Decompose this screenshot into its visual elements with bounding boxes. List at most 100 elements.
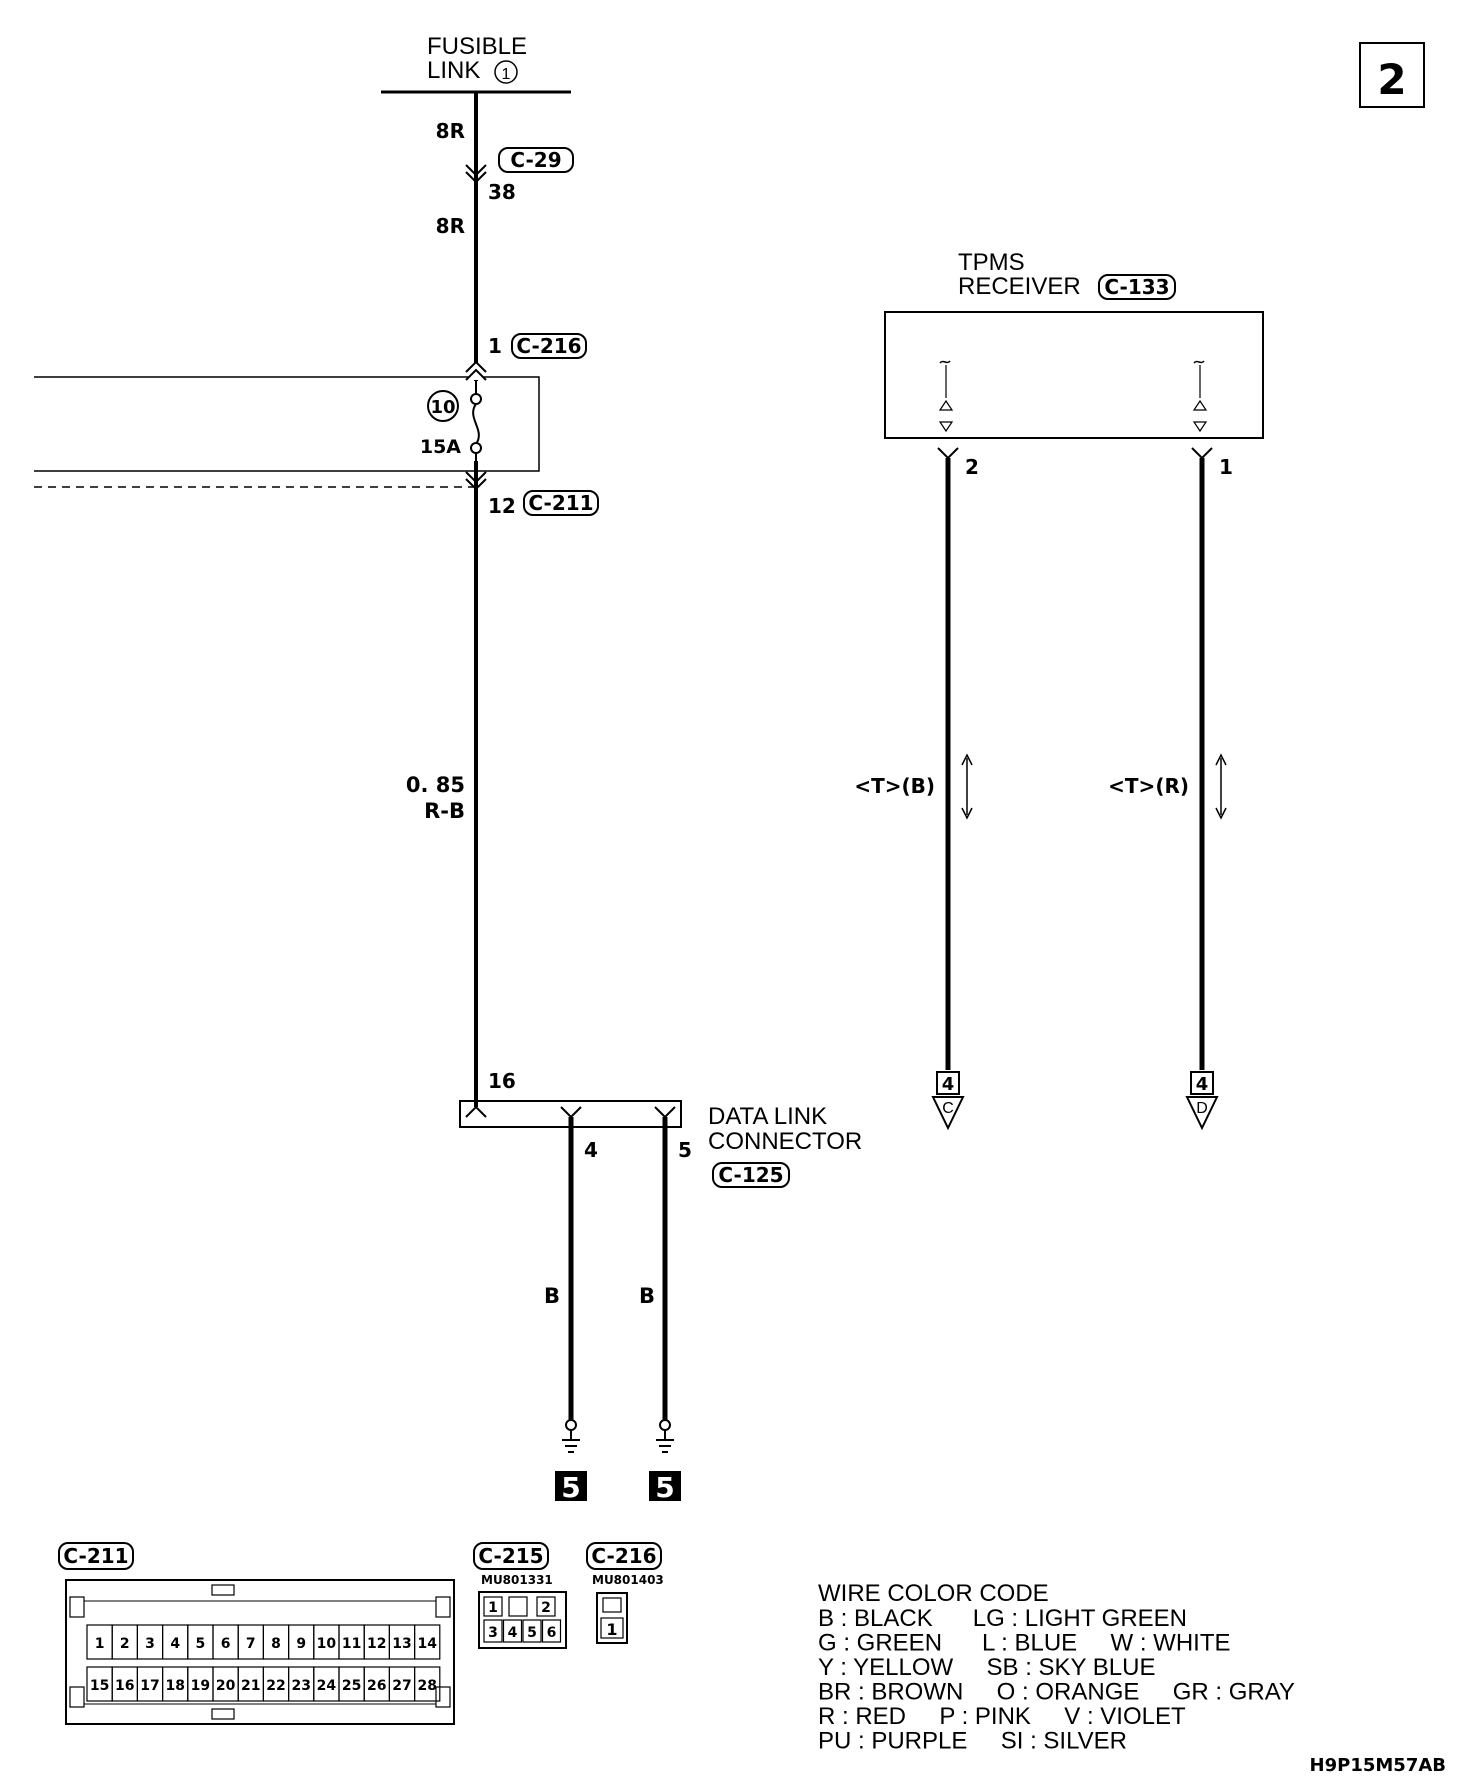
data-link-connector: 4 5 DATA LINK CONNECTOR C-125 B B	[459, 1093, 862, 1420]
signal-arrow-left	[961, 753, 973, 820]
connector-c216-label: C-216	[516, 334, 581, 358]
fuse-number: 10	[430, 397, 455, 418]
c215-pin-cell	[483, 1596, 503, 1617]
connector-c216-badge	[511, 333, 587, 359]
c211-pin-number: 18	[165, 1678, 184, 1694]
pin-1-label: 1	[488, 334, 502, 358]
wire-color-code-line: Y : YELLOW SB : SKY BLUE	[818, 1654, 1156, 1681]
wire-color-r-b: R-B	[424, 799, 465, 823]
c216-housing	[596, 1592, 628, 1644]
c211-pin-number: 21	[241, 1678, 260, 1694]
connector-view-c216-part: MU801403	[592, 1573, 664, 1587]
connector-c29-label: C-29	[510, 148, 561, 172]
wire-color-code-title: WIRE COLOR CODE	[818, 1580, 1049, 1607]
tpms-pin-1-label: 1	[1219, 455, 1233, 479]
offpage-d-page: 4	[1196, 1074, 1209, 1095]
c211-pin-number: 17	[140, 1678, 159, 1694]
pin-12-label: 12	[488, 494, 516, 518]
fuse-terminal-bottom	[470, 442, 482, 454]
tpms-label-1: TPMS	[958, 249, 1025, 276]
c211-pin-number: 4	[170, 1636, 180, 1652]
fuse-terminal-top	[470, 393, 482, 405]
c211-pin-number: 14	[417, 1636, 437, 1652]
c211-pin-number: 23	[291, 1678, 310, 1694]
tpms-receiver-box	[884, 311, 1264, 439]
drawing-code: H9P15M57AB	[1310, 1755, 1446, 1776]
c211-pin-number: 10	[317, 1636, 337, 1652]
main-power-wire: 8R C-29 38 8R 1 C-216	[436, 92, 587, 1093]
pin-4-label: 4	[584, 1138, 598, 1162]
fusible-link-label-2: LINK	[427, 57, 480, 84]
signal-arrow-right	[1215, 753, 1227, 820]
wire-color-code-line: B : BLACK LG : LIGHT GREEN	[818, 1605, 1187, 1632]
wire-color-8r-mid: 8R	[436, 214, 465, 238]
connector-c211-mark	[465, 471, 487, 491]
fusible-link-number: 1	[502, 66, 511, 83]
c215-pin-cell	[502, 1619, 523, 1643]
c211-pin-number: 20	[216, 1678, 236, 1694]
offpage-c-letter: C	[942, 1100, 954, 1117]
c216-pin-1: 1	[606, 1620, 617, 1639]
c211-pin-number: 26	[367, 1678, 386, 1694]
data-link-label-1: DATA LINK	[708, 1103, 827, 1130]
c211-pin-number: 22	[266, 1678, 285, 1694]
fuse-number-circle	[427, 390, 459, 422]
connector-view-c216: C-216 MU801403 1	[586, 1542, 664, 1644]
c211-pin-number: 16	[115, 1678, 134, 1694]
c211-pin-number: 5	[196, 1636, 206, 1652]
page-number-box: 2	[1359, 42, 1425, 108]
c211-pin-number: 25	[342, 1678, 361, 1694]
connector-view-c211-label: C-211	[63, 1544, 128, 1568]
ground-number-right: 5	[655, 1471, 674, 1504]
connector-c125-badge	[712, 1162, 790, 1188]
fusible-link: FUSIBLE LINK 1	[381, 33, 571, 94]
ground-number-left: 5	[561, 1471, 580, 1504]
junction-block: 10 15A	[34, 360, 540, 491]
c215-pin-cell	[541, 1619, 562, 1643]
c211-pin-number: 3	[145, 1636, 155, 1652]
c211-pin-number: 6	[221, 1636, 231, 1652]
ground-right: 5	[649, 1419, 681, 1504]
pin-38-label: 38	[488, 180, 516, 204]
c211-pin-number: 1	[95, 1636, 105, 1652]
c215-pin-number: 1	[488, 1600, 498, 1616]
tpms-wire-left-label: <T>(B)	[854, 774, 935, 798]
connector-c125-label: C-125	[718, 1163, 783, 1187]
tpms-pin-2-label: 2	[965, 455, 979, 479]
c211-pin-number: 24	[317, 1678, 337, 1694]
c211-pin-cell	[414, 1624, 441, 1660]
c211-housing	[65, 1579, 455, 1725]
c215-pin-number: 2	[541, 1600, 551, 1616]
c215-pin-cell	[483, 1619, 503, 1643]
wire-color-code-line: G : GREEN L : BLUE W : WHITE	[818, 1630, 1231, 1657]
pin-5-label: 5	[678, 1138, 692, 1162]
connector-c211-badge	[523, 490, 599, 516]
c211-pin-number: 8	[271, 1636, 281, 1652]
c215-pin-number: 6	[547, 1625, 557, 1641]
c211-pin-number: 11	[342, 1636, 361, 1652]
data-link-label-2: CONNECTOR	[708, 1128, 862, 1155]
tpms-wire-right-label: <T>(R)	[1108, 774, 1189, 798]
c211-pin-cell	[414, 1666, 441, 1702]
connector-c216-mark	[465, 360, 487, 381]
connector-c29-mark	[465, 164, 487, 184]
wire-size-label: 0. 85	[406, 773, 465, 797]
wire-color-code-line: BR : BROWN O : ORANGE GR : GRAY	[818, 1679, 1295, 1706]
wire-color-b-right: B	[639, 1284, 655, 1308]
fusible-link-label-1: FUSIBLE	[427, 33, 527, 60]
connector-view-c216-label: C-216	[591, 1544, 656, 1568]
fuse-element	[472, 403, 480, 445]
ground-left: 5	[555, 1419, 587, 1504]
c215-pin-number: 4	[508, 1625, 518, 1641]
ground-number-box-right	[649, 1471, 681, 1501]
connector-c211-label: C-211	[528, 491, 593, 515]
wire-color-code-legend: WIRE COLOR CODE B : BLACK LG : LIGHT GRE…	[818, 1580, 1295, 1755]
c211-pin-number: 9	[296, 1636, 306, 1652]
wire-color-code-line: PU : PURPLE SI : SILVER	[818, 1728, 1127, 1755]
offpage-connector-c: 4 C	[931, 1071, 965, 1131]
offpage-connector-d: 4 D	[1185, 1071, 1219, 1131]
c211-pin-number: 15	[90, 1678, 109, 1694]
